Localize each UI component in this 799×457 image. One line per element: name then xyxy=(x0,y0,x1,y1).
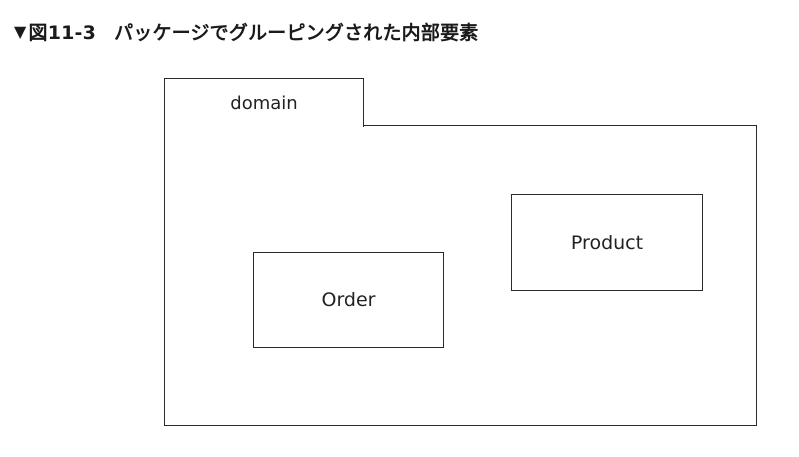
class-name-label: Product xyxy=(570,231,644,254)
figure-number: 図11-3 xyxy=(28,21,97,44)
triangle-marker-icon: ▼ xyxy=(14,21,27,41)
class-box-order: Order xyxy=(253,252,444,348)
class-box-product: Product xyxy=(511,194,703,291)
figure-title: パッケージでグルーピングされた内部要素 xyxy=(114,21,479,44)
package-name-label: domain xyxy=(230,92,298,114)
figure-caption: ▼ 図11-3 パッケージでグルーピングされた内部要素 xyxy=(14,18,478,44)
class-name-label: Order xyxy=(321,289,376,311)
package-tab: domain xyxy=(164,78,364,127)
